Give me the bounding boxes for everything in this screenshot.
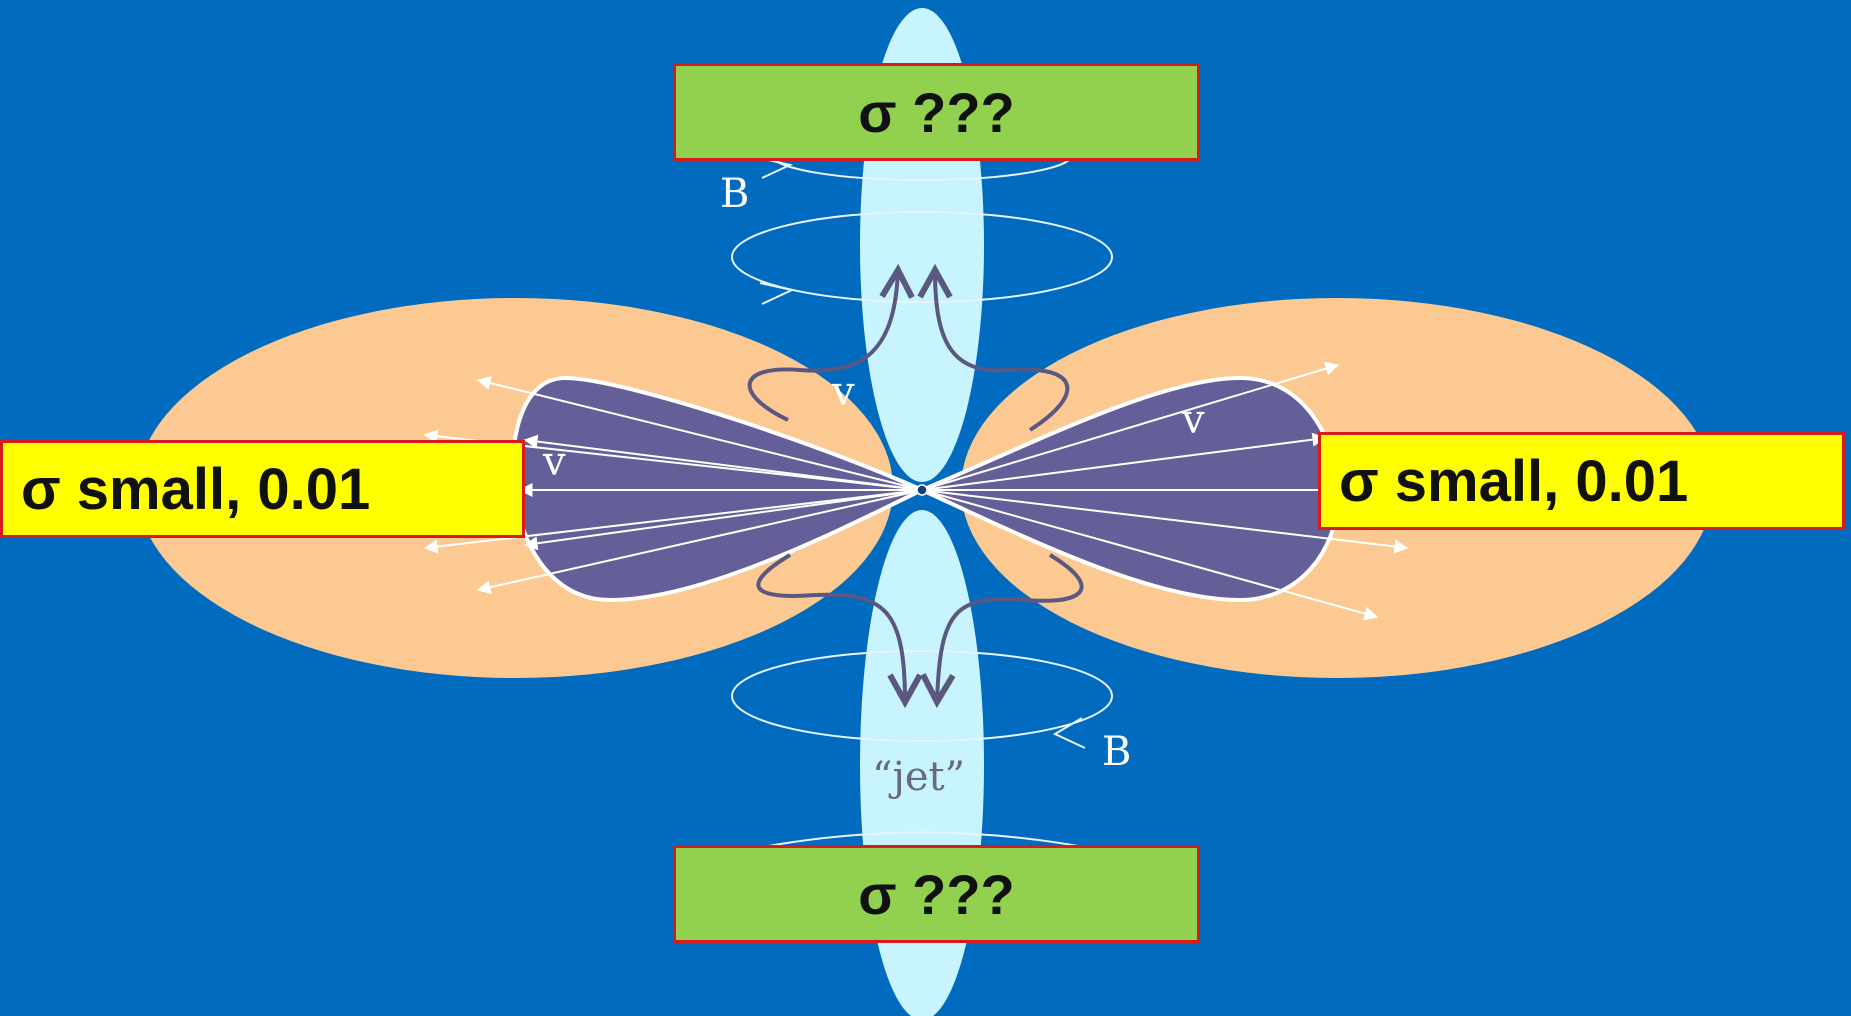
magnetic-field-loops: [731, 129, 1113, 851]
wind-velocity-rays: [423, 361, 1409, 621]
b-label-top: B: [720, 171, 749, 217]
v-label-left: v: [542, 439, 566, 485]
b-arrow-top: [759, 157, 794, 179]
central-source: [916, 484, 928, 496]
b-arrow-mid: [759, 282, 796, 305]
b-label-bottom: B: [1102, 729, 1131, 775]
b-arrow-bottom: [1052, 717, 1086, 749]
sigma-label-bottom: σ ???: [673, 845, 1200, 943]
v-label-center: v: [831, 369, 855, 415]
sigma-label-left: σ small, 0.01: [0, 440, 525, 538]
v-label-right: v: [1181, 397, 1205, 443]
sigma-label-top: σ ???: [673, 63, 1200, 161]
sigma-label-right: σ small, 0.01: [1318, 432, 1845, 530]
jet-flow-arrows: [747, 270, 1084, 702]
jet-label: “jet”: [872, 754, 965, 800]
